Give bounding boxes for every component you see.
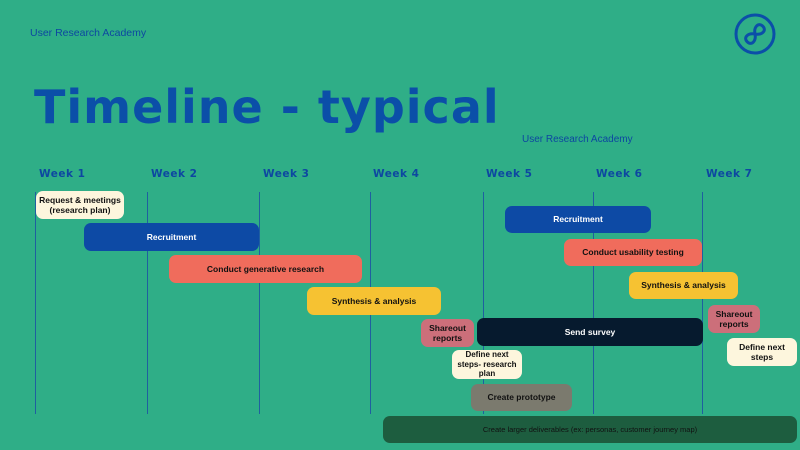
week-header-1: Week 1 bbox=[39, 168, 86, 180]
brand-name: User Research Academy bbox=[30, 27, 147, 39]
task-larger-deliverables: Create larger deliverables (ex: personas… bbox=[383, 416, 797, 443]
task-request-meetings: Request & meetings (research plan) bbox=[36, 191, 124, 219]
week-header-2: Week 2 bbox=[151, 168, 198, 180]
week-divider-5 bbox=[483, 192, 484, 414]
week-divider-2 bbox=[147, 192, 148, 414]
page-title: Timeline - typical bbox=[34, 80, 500, 134]
task-synthesis-2: Synthesis & analysis bbox=[629, 272, 738, 299]
week-header-7: Week 7 bbox=[706, 168, 753, 180]
week-divider-7 bbox=[702, 192, 703, 414]
week-header-5: Week 5 bbox=[486, 168, 533, 180]
task-create-prototype: Create prototype bbox=[471, 384, 572, 411]
week-divider-3 bbox=[259, 192, 260, 414]
week-divider-6 bbox=[593, 192, 594, 414]
task-synthesis-1: Synthesis & analysis bbox=[307, 287, 441, 315]
task-shareout-2: Shareout reports bbox=[708, 305, 760, 333]
task-define-next-steps-2: Define next steps bbox=[727, 338, 797, 366]
task-define-next-steps-1: Define next steps- research plan bbox=[452, 350, 522, 379]
week-header-4: Week 4 bbox=[373, 168, 420, 180]
task-recruitment-1: Recruitment bbox=[84, 223, 259, 251]
infinity-loop-icon bbox=[734, 13, 776, 55]
task-send-survey: Send survey bbox=[477, 318, 703, 346]
task-usability-testing: Conduct usability testing bbox=[564, 239, 702, 266]
week-header-6: Week 6 bbox=[596, 168, 643, 180]
task-shareout-1: Shareout reports bbox=[421, 319, 474, 347]
task-generative-research: Conduct generative research bbox=[169, 255, 362, 283]
week-header-3: Week 3 bbox=[263, 168, 310, 180]
week-divider-1 bbox=[35, 192, 36, 414]
task-recruitment-2: Recruitment bbox=[505, 206, 651, 233]
page-subtitle: User Research Academy bbox=[522, 134, 633, 145]
